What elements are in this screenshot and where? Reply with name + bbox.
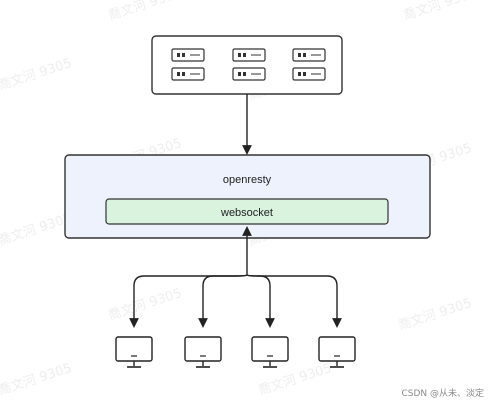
branch-client-2 xyxy=(198,274,248,328)
openresty-label: openresty xyxy=(223,174,272,186)
watermark-text: 喬文河 9305 xyxy=(0,360,74,399)
monitor-icon xyxy=(184,336,222,368)
openresty-gateway: openresty websocket xyxy=(64,154,431,239)
server-icon xyxy=(171,67,205,81)
monitor-icon xyxy=(115,336,153,368)
watermark-text: 喬文河 9305 xyxy=(256,360,333,399)
client-monitors xyxy=(115,336,356,368)
websocket-label: websocket xyxy=(220,207,273,219)
branch-client-4 xyxy=(246,274,342,328)
server-icon xyxy=(292,67,326,81)
server-icon xyxy=(171,48,205,62)
monitor-icon xyxy=(251,336,289,368)
watermark-text: 喬文河 9305 xyxy=(401,0,478,24)
branch-client-3 xyxy=(246,274,275,328)
watermark-text: 喬文河 9305 xyxy=(106,0,183,24)
server-icon xyxy=(232,67,266,81)
server-icon xyxy=(232,48,266,62)
server-rack-box xyxy=(151,35,343,95)
server-icon xyxy=(292,48,326,62)
credit-text: CSDN @从未、淡定 xyxy=(401,387,484,399)
watermark-text: 喬文河 9305 xyxy=(0,55,74,94)
openresty-box xyxy=(64,154,431,239)
server-icon-group xyxy=(171,48,326,81)
server-rack xyxy=(151,35,343,95)
client-connectors xyxy=(129,226,342,328)
watermark-text: 喬文河 9305 xyxy=(0,210,74,249)
watermark-text: 喬文河 9305 xyxy=(396,295,473,334)
monitor-icon xyxy=(318,336,356,368)
watermark-text: 喬文河 9305 xyxy=(106,285,183,324)
websocket-box xyxy=(105,198,389,225)
